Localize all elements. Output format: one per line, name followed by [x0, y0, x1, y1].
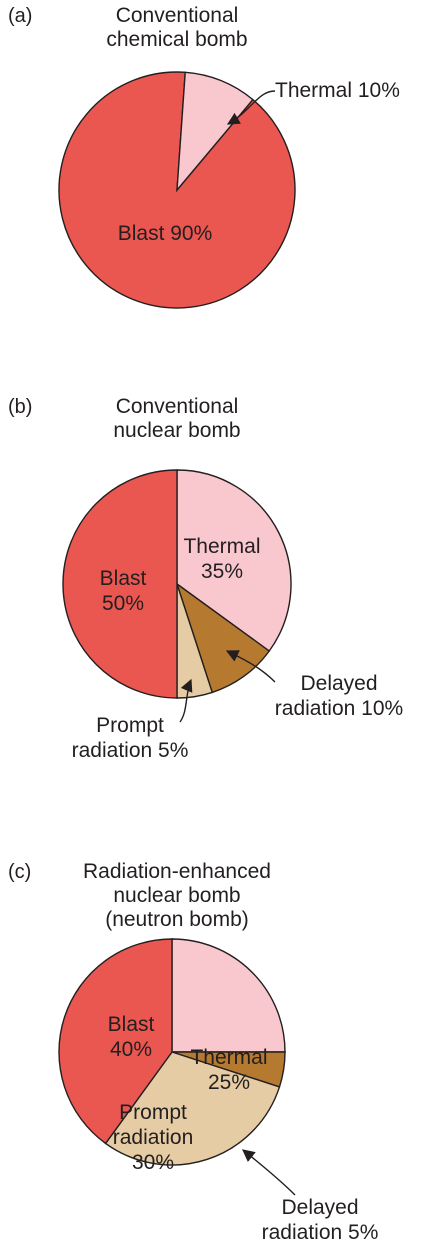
leader-arrow	[179, 678, 193, 723]
slice-label-delayed-radiation-line: radiation 5%	[262, 1221, 379, 1244]
leader-arrow	[242, 1149, 296, 1196]
chart-title-line: Conventional	[116, 4, 239, 27]
slice-label-blast-line: Blast	[100, 567, 147, 590]
chart-title-line: Radiation-enhanced	[83, 860, 271, 883]
slice-label-blast-line: Blast 90%	[118, 222, 213, 245]
slice-label-prompt-radiation-line: 30%	[132, 1151, 174, 1174]
slice-label-delayed-radiation-line: Delayed	[281, 1196, 358, 1219]
pie-slice-thermal	[176, 71, 254, 193]
slice-label-prompt-radiation-line: radiation	[113, 1126, 194, 1149]
chart-title-line: Conventional	[116, 395, 239, 418]
pie-slice-blast	[58, 938, 173, 1145]
panel-label: (a)	[8, 5, 32, 27]
panel-label: (c)	[8, 861, 31, 883]
slice-label-delayed-radiation-line: radiation 10%	[275, 697, 403, 720]
slice-label-thermal-line: Thermal 10%	[275, 79, 400, 102]
slice-label-blast: Blast 90%	[118, 222, 213, 245]
slice-label-prompt-radiation-line: Prompt	[119, 1101, 187, 1124]
slice-label-thermal-line: Thermal	[190, 1046, 267, 1069]
leader-arrow	[225, 650, 276, 683]
slice-label-thermal-line: 35%	[201, 560, 243, 583]
slice-label-blast-line: Blast	[108, 1013, 155, 1036]
slice-label-delayed-radiation-line: Delayed	[300, 672, 377, 695]
slice-label-prompt-radiation-line: Prompt	[96, 714, 164, 737]
chart-title-line: nuclear bomb	[113, 884, 240, 907]
pie-slice-blast	[62, 469, 178, 699]
leader-arrow	[226, 90, 276, 125]
panel-label: (b)	[8, 396, 32, 418]
slice-label-blast-line: 40%	[110, 1038, 152, 1061]
slice-label-blast-line: 50%	[102, 592, 144, 615]
slice-label-thermal: Thermal 10%	[275, 79, 400, 102]
slice-label-thermal-line: Thermal	[183, 535, 260, 558]
chart-title-line: (neutron bomb)	[105, 908, 249, 931]
chart-title-line: nuclear bomb	[113, 419, 240, 442]
pie-slice-delayed-radiation	[175, 582, 271, 694]
pie-slice-prompt-radiation	[104, 1051, 281, 1166]
slice-label-prompt-radiation-line: radiation 5%	[72, 739, 189, 762]
slice-label-thermal-line: 25%	[208, 1071, 250, 1094]
chart-title-line: chemical bomb	[106, 28, 247, 51]
pie-slice-thermal	[176, 469, 292, 652]
pie-slice-thermal	[171, 938, 286, 1053]
